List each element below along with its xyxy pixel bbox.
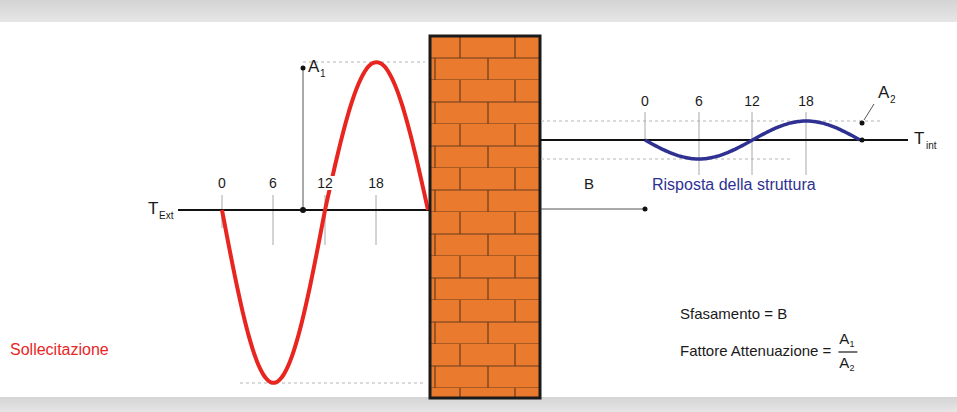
stress-wave [222, 62, 428, 383]
guide-line [541, 121, 880, 122]
dimension-dot [300, 207, 306, 213]
tick-lines [645, 112, 806, 175]
lag-label: B [584, 176, 594, 191]
amplitude-label: A [878, 84, 889, 101]
fraction-part: A [839, 355, 849, 370]
subscript: int [926, 141, 937, 151]
hour-number: 0 [641, 94, 649, 108]
hour-number: 6 [267, 176, 279, 190]
hour-number: 0 [216, 176, 228, 190]
dimension-dot [860, 138, 865, 143]
subscript: 2 [849, 364, 854, 373]
fraction-bar [838, 351, 857, 352]
guide-line [541, 159, 790, 160]
dimension-line [541, 209, 645, 210]
dimension-line [303, 68, 304, 210]
dimension-dot [643, 207, 648, 212]
tick-lines [222, 195, 376, 245]
response-title: Risposta della struttura [652, 177, 816, 193]
response-wave [645, 121, 860, 159]
top-band [0, 0, 957, 22]
axis-line [540, 139, 908, 141]
leader-line [864, 104, 874, 120]
formula-text: Sfasamento = B [680, 306, 787, 321]
brick-wall [430, 36, 540, 398]
temperature-label: T [148, 200, 158, 217]
subscript: 2 [890, 95, 896, 105]
amplitude-label: A [308, 58, 319, 75]
guide-line [303, 62, 425, 63]
formula-text: Fattore Attenuazione = [680, 343, 831, 358]
dimension-dot [301, 66, 306, 71]
stress-title: Sollecitazione [10, 342, 109, 358]
dimension-dot [860, 121, 865, 126]
subscript: 1 [849, 340, 854, 349]
subscript: 1 [320, 69, 326, 79]
hour-number: 6 [695, 94, 703, 108]
hour-number: 12 [315, 176, 335, 190]
hour-number: 18 [798, 94, 814, 108]
temperature-label: T [914, 130, 924, 147]
subscript: Ext [159, 211, 173, 221]
hour-number: 18 [366, 176, 386, 190]
hour-number: 12 [744, 94, 760, 108]
fraction-part: A [839, 331, 849, 346]
